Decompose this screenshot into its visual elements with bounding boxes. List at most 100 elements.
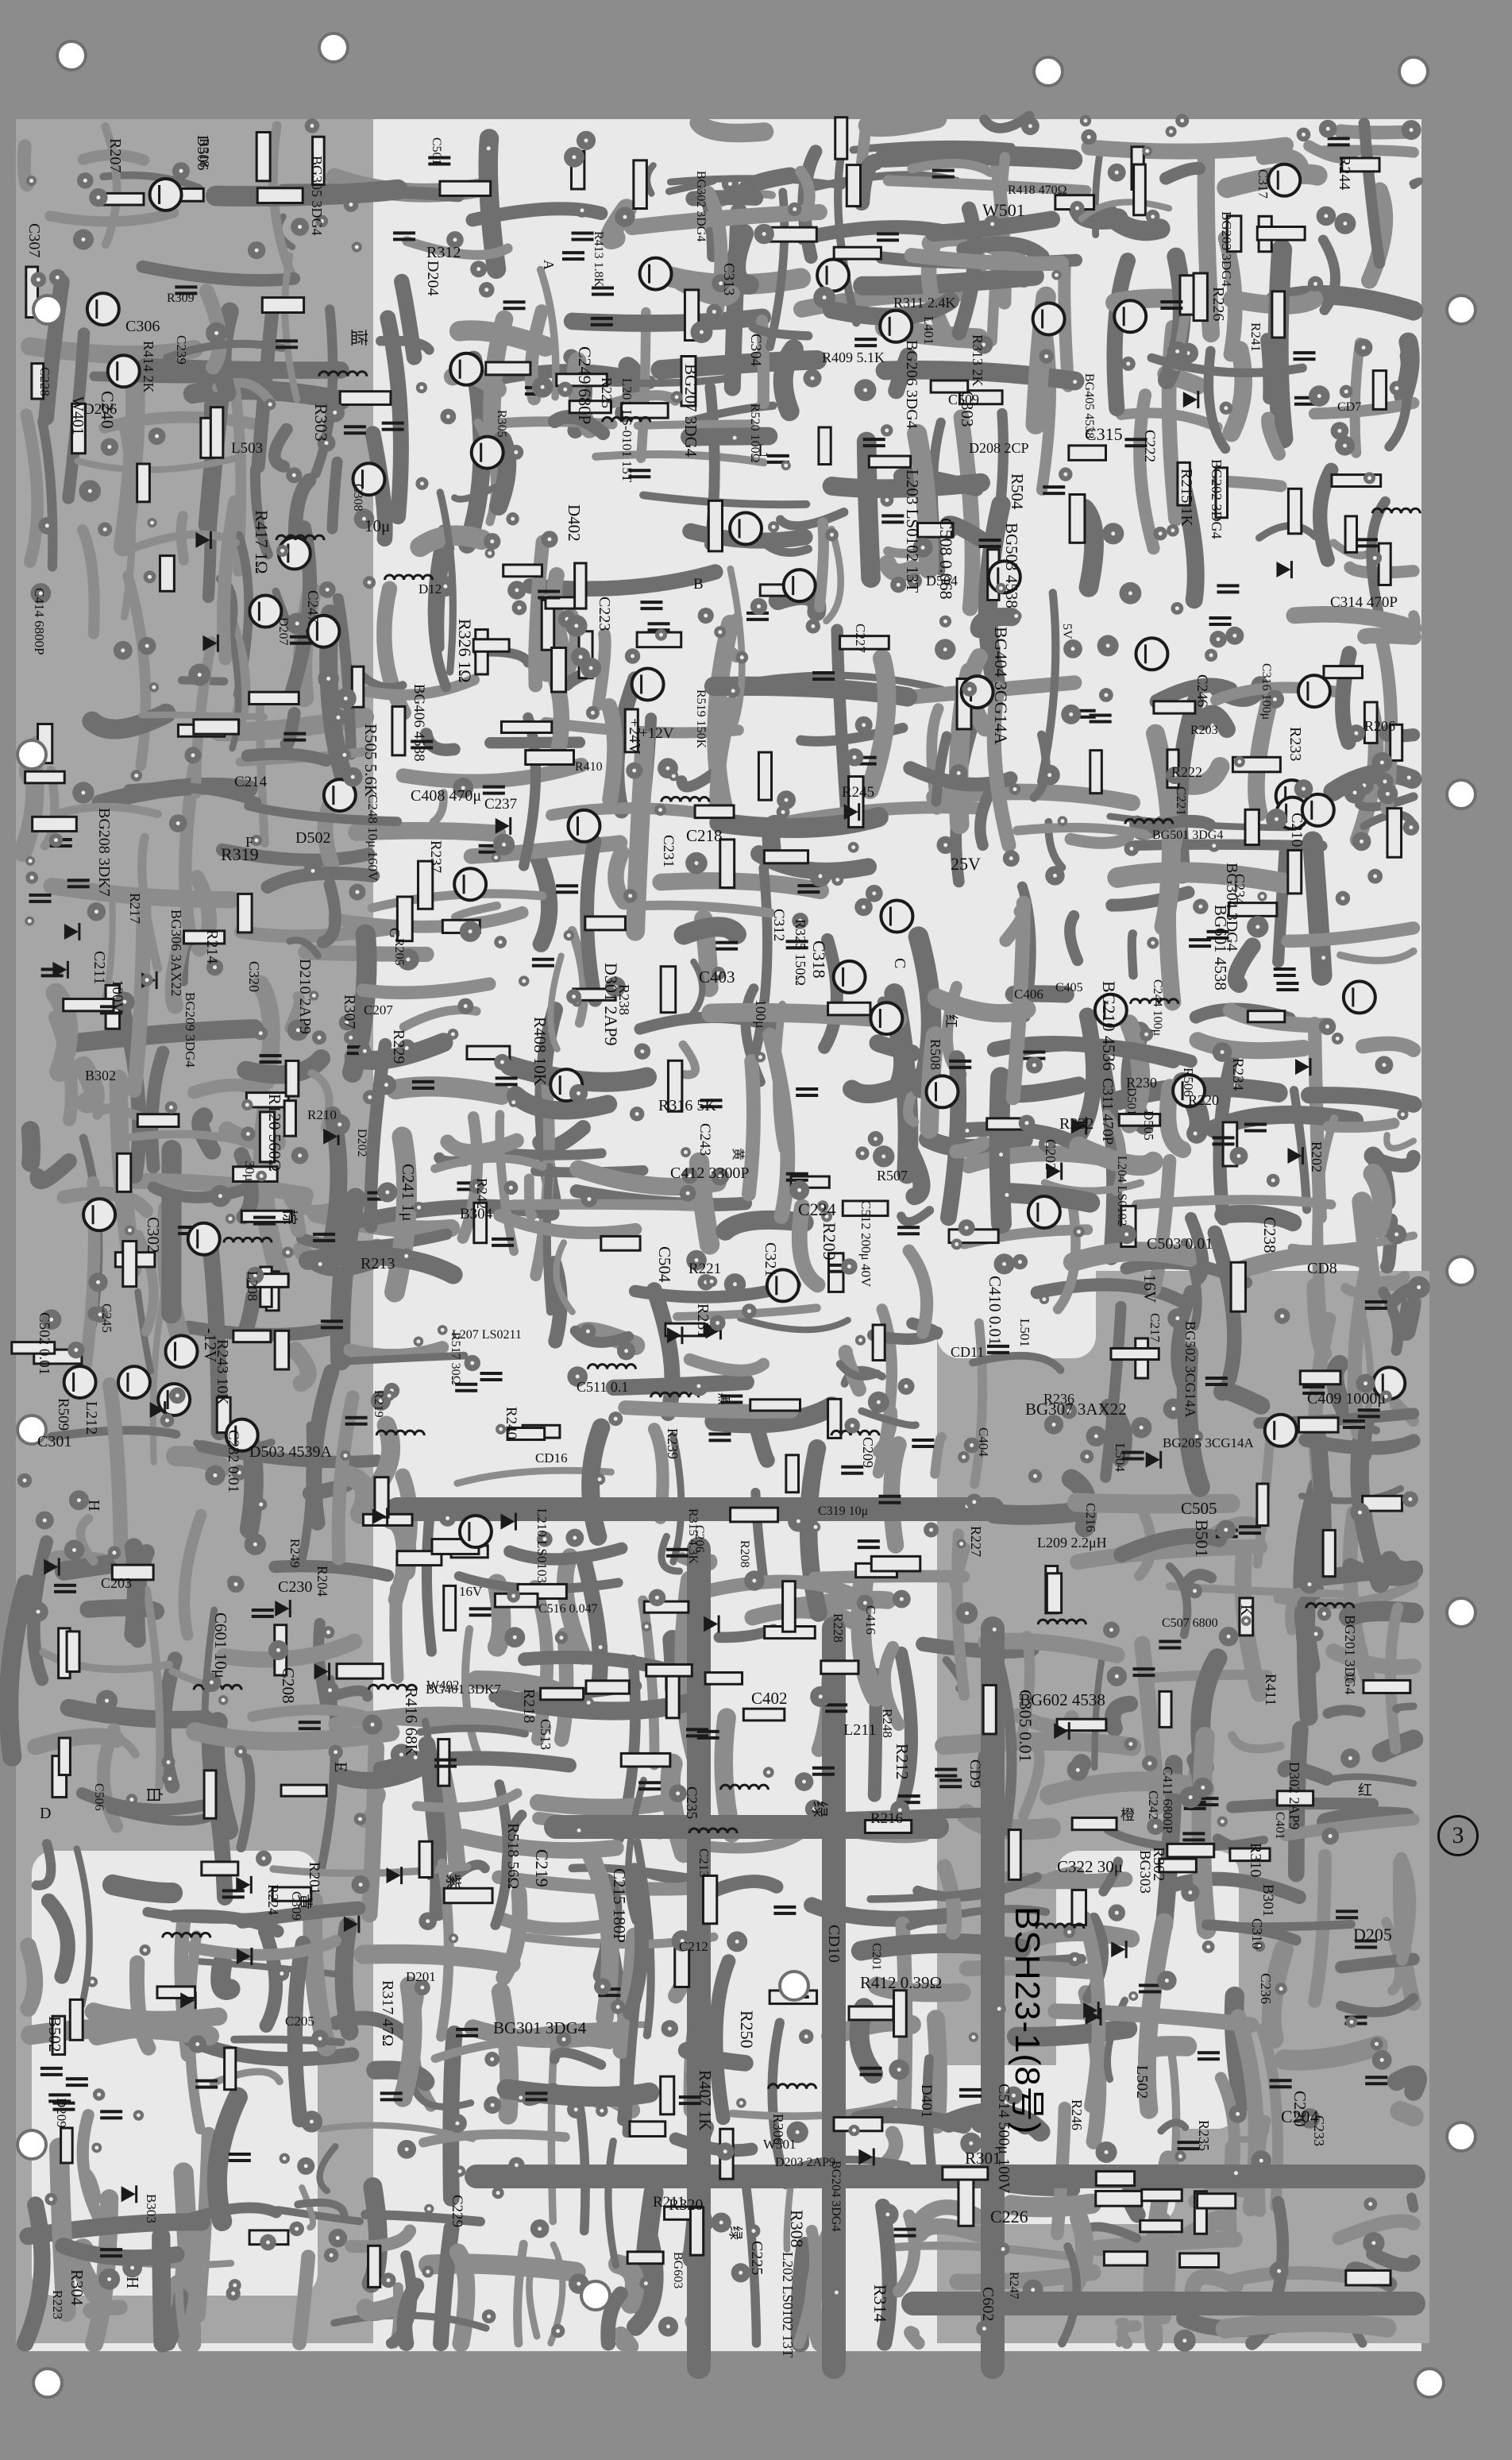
- pad-hole: [1073, 1956, 1078, 1961]
- diode: [1182, 392, 1198, 408]
- pad-hole: [310, 868, 315, 873]
- copper-trace: [1102, 1109, 1127, 1196]
- component-label: CD8: [1307, 1260, 1337, 1277]
- pad-hole: [1075, 1767, 1080, 1772]
- pad-hole: [665, 766, 670, 770]
- pad-hole: [136, 2113, 141, 2118]
- copper-trace: [344, 1033, 453, 1071]
- component-label: C505: [1181, 1499, 1217, 1518]
- copper-trace: [585, 373, 738, 388]
- copper-trace: [1184, 2269, 1244, 2300]
- diode: [52, 961, 68, 978]
- copper-trace: [1107, 862, 1295, 894]
- resistor: [832, 245, 882, 261]
- resistor: [1045, 1572, 1063, 1614]
- pad-hole: [795, 2130, 800, 2134]
- pad-hole: [990, 222, 995, 226]
- component-label: D502: [295, 829, 331, 847]
- pad-hole: [1028, 124, 1032, 129]
- transistor: [106, 353, 141, 389]
- component-label: C218: [686, 826, 723, 845]
- copper-trace: [102, 1874, 183, 1904]
- copper-trace: [318, 2122, 476, 2142]
- component-label: L203 LS0102 13T: [903, 469, 922, 593]
- pad-hole: [404, 2147, 409, 2152]
- copper-trace: [1394, 1852, 1417, 1966]
- component-label: 黑: [716, 1392, 730, 1406]
- pad-hole: [784, 797, 789, 802]
- resistor: [1178, 2252, 1221, 2269]
- bare-board-island: [754, 1271, 866, 1414]
- component-label: C247: [304, 590, 321, 624]
- diode: [666, 1327, 681, 1344]
- component-label: R230: [1126, 1075, 1158, 1091]
- component-label: L211: [843, 1721, 877, 1739]
- pad-hole: [1409, 128, 1414, 133]
- copper-trace: [430, 2035, 615, 2064]
- resistor: [192, 718, 240, 736]
- pad-hole: [688, 1173, 692, 1178]
- resistor: [701, 1874, 719, 1925]
- pad-hole: [1070, 647, 1075, 651]
- pad-hole: [1257, 1944, 1262, 1948]
- pad-hole: [1178, 2154, 1182, 2159]
- copper-trace: [229, 635, 242, 752]
- component-label: C313: [720, 263, 737, 296]
- component-label: C238: [1260, 1217, 1279, 1253]
- pad-hole: [874, 1137, 878, 1141]
- component-label: D402: [565, 504, 584, 542]
- component-label: +12V: [639, 725, 674, 742]
- pad-hole: [233, 1581, 238, 1586]
- component-label: R228: [831, 1613, 846, 1643]
- pad-hole: [862, 723, 866, 728]
- resistor: [260, 296, 306, 314]
- component-label: R120 560Ω: [265, 1094, 284, 1172]
- copper-trace: [361, 2210, 485, 2226]
- pad-hole: [280, 548, 285, 553]
- pad-hole: [214, 330, 219, 335]
- pad-hole: [654, 1595, 659, 1600]
- copper-trace: [1113, 1527, 1228, 1563]
- component-label: R409 5.1K: [822, 349, 885, 365]
- component-label: C212: [679, 1939, 708, 1954]
- pad-hole: [964, 1226, 969, 1230]
- pad-hole: [624, 1349, 629, 1354]
- copper-trace: [875, 2198, 897, 2351]
- copper-trace: [429, 789, 448, 826]
- diode: [236, 1948, 251, 1964]
- pad-hole: [912, 578, 917, 583]
- component-label: BG307 3AX22: [1025, 1400, 1127, 1419]
- copper-trace: [45, 983, 79, 1082]
- pad-hole: [751, 2229, 756, 2234]
- pad-hole: [577, 2281, 581, 2286]
- component-label: R235: [1196, 2120, 1212, 2152]
- pad-hole: [508, 1185, 513, 1190]
- copper-trace: [133, 1230, 159, 1337]
- copper-trace: [1325, 1643, 1421, 1675]
- pad-hole: [1193, 1589, 1198, 1593]
- pad-hole: [426, 2269, 430, 2274]
- copper-trace: [1070, 1539, 1268, 1570]
- component-label: D209: [54, 2098, 69, 2128]
- pad-hole: [1114, 170, 1119, 175]
- component-label: 绿: [727, 2226, 743, 2240]
- copper-trace: [126, 887, 152, 1098]
- pad-hole: [1139, 1425, 1144, 1430]
- pad-hole: [1073, 380, 1078, 384]
- component-label: C511 0.1: [577, 1379, 629, 1395]
- pad-hole: [798, 918, 803, 923]
- component-label: C207: [364, 1002, 393, 1018]
- component-label: C237: [484, 796, 518, 813]
- copper-trace: [394, 273, 422, 365]
- copper-trace: [1068, 1007, 1102, 1149]
- copper-trace: [1366, 2246, 1421, 2273]
- resistor: [1109, 1346, 1160, 1361]
- pad-hole: [102, 527, 107, 531]
- component-label: R212: [893, 1744, 912, 1780]
- resistor: [248, 690, 300, 706]
- pad-hole: [1352, 790, 1357, 795]
- pad-hole: [468, 929, 472, 934]
- pad-hole: [1180, 118, 1185, 123]
- component-label: BG406 4538: [411, 684, 427, 762]
- component-label: D504: [926, 573, 958, 589]
